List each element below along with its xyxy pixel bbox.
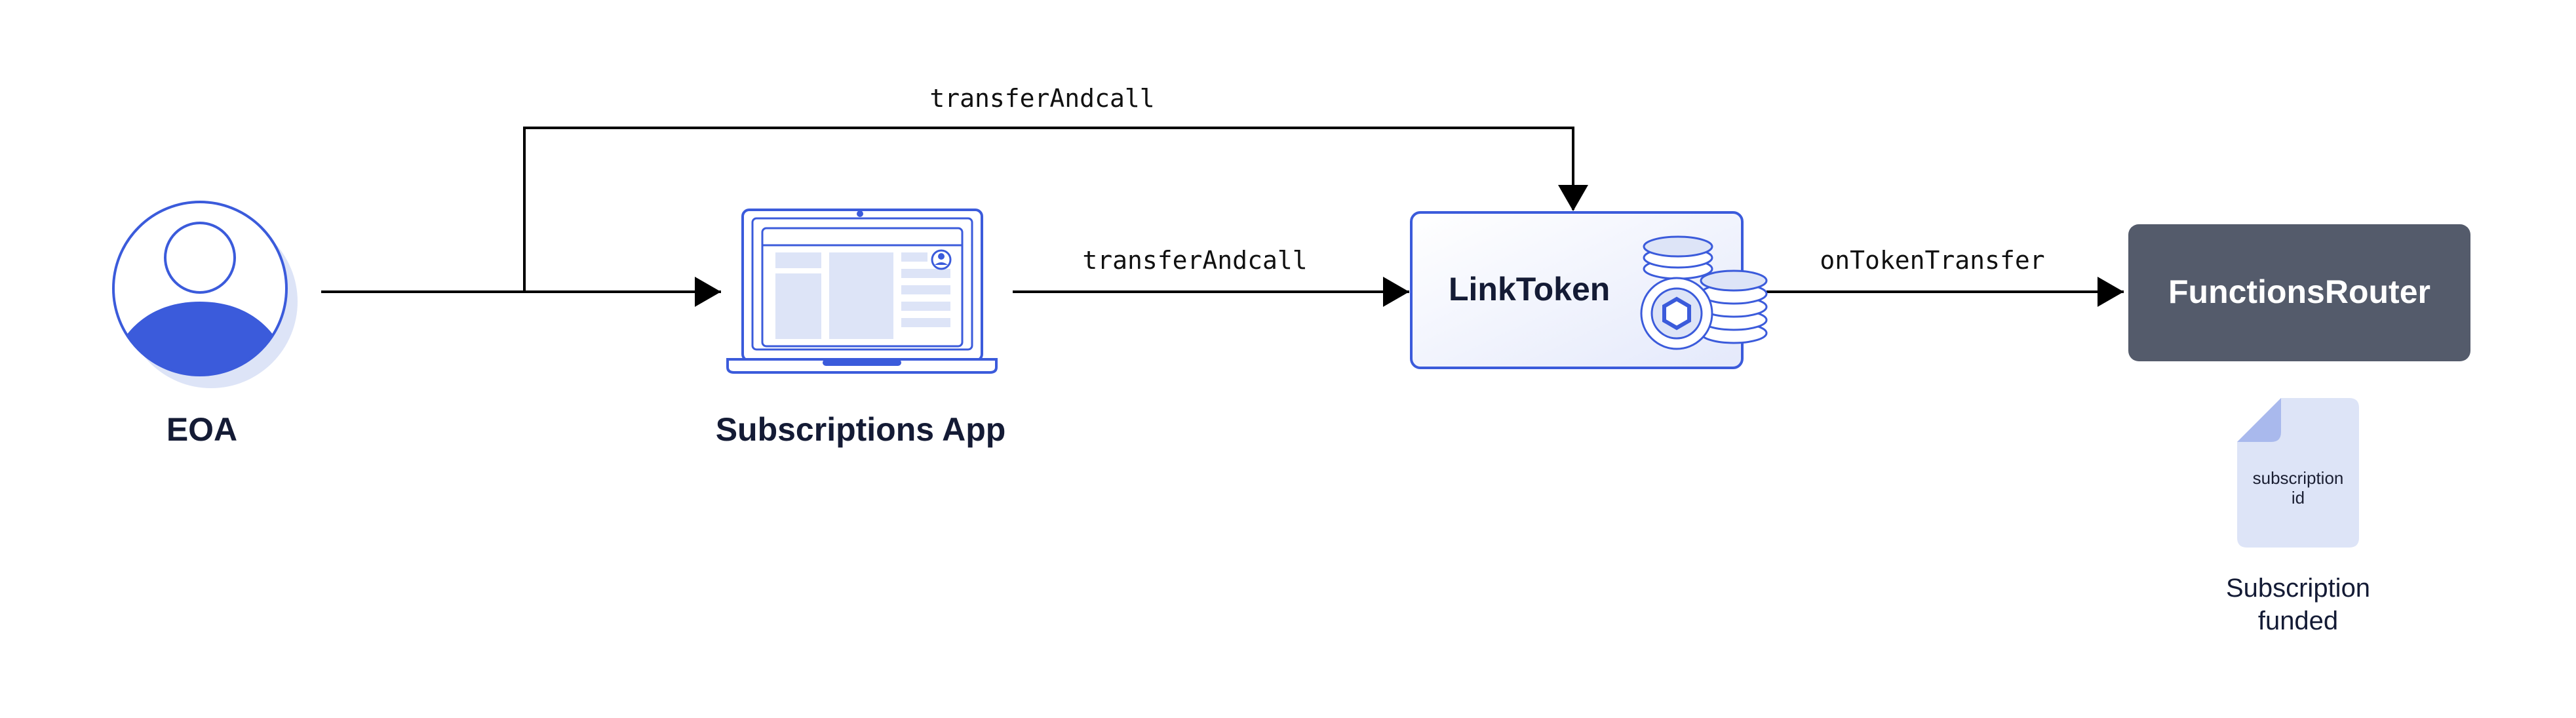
status-text-line2: funded [2258, 607, 2338, 635]
edge-link-token-to-router: onTokenTransfer [1766, 246, 2124, 307]
document-text-line1: subscription [2253, 468, 2344, 488]
functions-router-box [2128, 224, 2470, 361]
edge-label-eoa-transfer: transferAndcall [929, 84, 1154, 113]
edge-app-to-link-token: transferAndcall [1013, 246, 1409, 307]
edge-eoa-to-link-token: transferAndcall [523, 84, 1588, 292]
node-eoa: EOA [112, 201, 298, 448]
status-text-line1: Subscription [2226, 574, 2370, 603]
node-label-functions-router: FunctionsRouter [2168, 273, 2430, 310]
edge-label-on-token-transfer: onTokenTransfer [1820, 246, 2044, 275]
node-label-link-token: LinkToken [1449, 271, 1610, 308]
link-coin-stack-icon [1640, 235, 1768, 350]
document-icon: subscription id [2237, 398, 2359, 548]
node-label-subscriptions-app: Subscriptions App [716, 411, 1006, 448]
node-label-eoa: EOA [166, 411, 237, 448]
node-functions-router: FunctionsRouter [2128, 224, 2470, 361]
user-avatar-icon [112, 201, 298, 388]
document-text-line2: id [2292, 488, 2305, 508]
node-subscriptions-app: Subscriptions App [716, 209, 1006, 448]
edge-label-app-transfer: transferAndcall [1082, 246, 1307, 275]
laptop-icon [726, 209, 998, 374]
node-link-token: LinkToken [1410, 211, 1768, 369]
edge-eoa-to-app [321, 277, 721, 307]
subscription-funded-note: Subscription funded [2226, 574, 2370, 635]
